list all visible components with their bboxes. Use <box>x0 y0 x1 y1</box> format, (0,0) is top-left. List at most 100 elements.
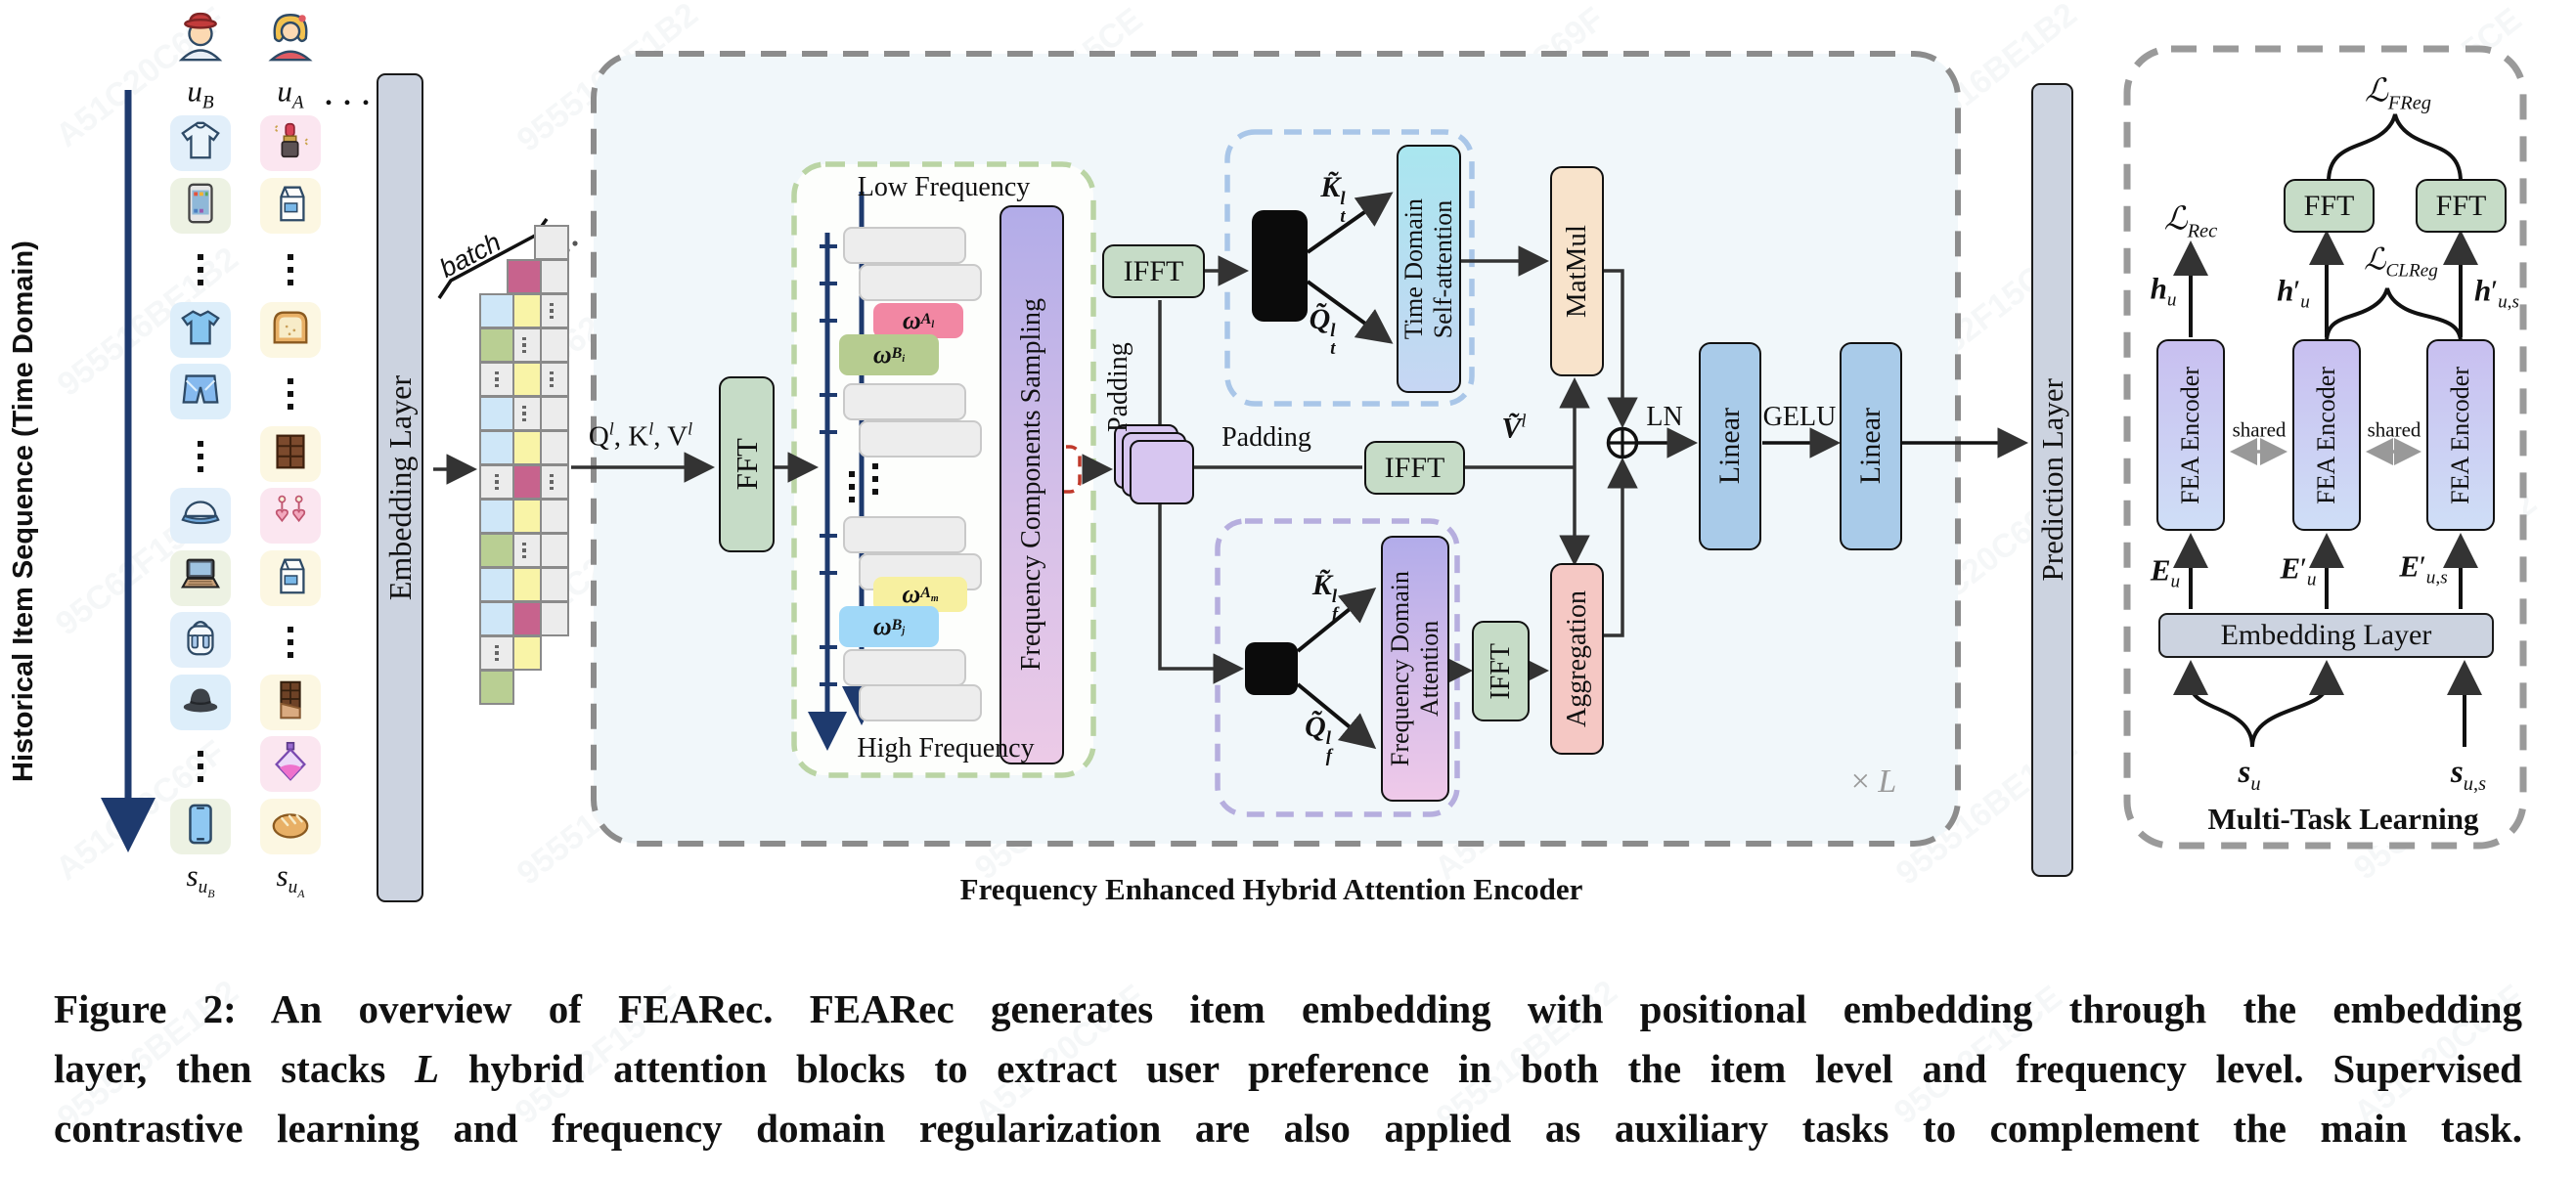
times-l-label: × L <box>1850 764 1897 800</box>
item-tile-chocolate-bar <box>260 674 321 730</box>
item-tile-shorts <box>170 364 231 419</box>
shared1-label: shared <box>2232 417 2287 442</box>
shorts-icon <box>178 367 223 416</box>
shared2-label: shared <box>2367 417 2421 442</box>
mtl-fft1-box: FFT <box>2284 179 2375 233</box>
freg-brace <box>2327 113 2463 183</box>
v-tilde-label: Ṽl <box>1501 411 1527 445</box>
frequency-band <box>859 684 982 721</box>
gelu-label: GELU <box>1762 402 1837 432</box>
e-u-label: Eu <box>2150 552 2181 592</box>
batch-cell <box>479 293 514 328</box>
figure-caption: Figure 2: An overview of FEARec. FEARec … <box>54 980 2522 1158</box>
item-tile-milk <box>260 177 321 234</box>
woman-avatar-icon <box>262 14 319 68</box>
aggregation-box: Aggregation <box>1550 563 1604 755</box>
mtl-fft1-label: FFT <box>2303 189 2355 222</box>
e-u-prime-label: E′u <box>2280 550 2317 590</box>
embedding-layer-label: Embedding Layer <box>381 374 418 601</box>
item-tile-sweatshirt <box>170 115 231 171</box>
sequence-gap-dots <box>170 245 231 294</box>
frequency-components-sampling-box: Frequency Components Sampling <box>999 205 1064 764</box>
sampled-tensor-stack-front <box>1130 440 1194 504</box>
backpack-icon <box>178 615 223 665</box>
frequency-qk-tensor <box>1245 642 1298 695</box>
s-u-label: su <box>2238 755 2261 795</box>
h-us-prime-label: h′u,s <box>2474 273 2519 313</box>
sweatshirt-icon <box>178 118 223 168</box>
frequency-band <box>859 420 982 458</box>
fea-encoder3-box: FEA Encoder <box>2426 339 2495 531</box>
item-tile-smartphone <box>170 177 231 234</box>
fea-encoder2-label: FEA Encoder <box>2312 366 2340 504</box>
item-tile-perfume <box>260 736 321 792</box>
chocolate-icon <box>268 429 313 479</box>
ln-label: LN <box>1646 402 1683 432</box>
mtl-fft2-box: FFT <box>2416 179 2507 233</box>
item-tile-bread <box>260 301 321 358</box>
item-tile-tshirt <box>170 301 231 358</box>
item-tile-cap <box>170 488 231 544</box>
batch-cell <box>479 670 514 705</box>
batch-cell <box>479 533 514 568</box>
linear1-box: Linear <box>1699 342 1761 550</box>
batch-cell <box>479 601 514 636</box>
fea-encoder2-box: FEA Encoder <box>2292 339 2361 531</box>
frequency-band <box>843 227 966 264</box>
item-tile-lipstick <box>260 115 321 171</box>
multi-task-learning-title: Multi-Task Learning <box>2207 802 2479 836</box>
item-tile-hat <box>170 674 231 730</box>
linear2-box: Linear <box>1840 342 1902 550</box>
embedding-layer-bar: Embedding Layer <box>377 73 423 902</box>
user-b-avatar <box>172 8 229 65</box>
user-b-label: uB <box>187 73 214 113</box>
encoder-caption: Frequency Enhanced Hybrid Attention Enco… <box>959 872 1583 906</box>
sequence-b-label: suB <box>186 857 215 901</box>
item-tile-laptop <box>170 549 231 606</box>
bread-loaf-icon <box>268 802 313 851</box>
mtl-embedding-layer-bar: Embedding Layer <box>2158 613 2494 658</box>
sequence-gap-dots <box>170 742 231 791</box>
batch-cell <box>479 396 514 431</box>
ifft-frequency-box: IFFT <box>1472 621 1530 721</box>
frequency-components-sampling-label: Frequency Components Sampling <box>1016 298 1046 672</box>
batch-cell <box>479 635 514 671</box>
sequence-gap-dots <box>260 618 321 667</box>
padding-horizontal-label: Padding <box>1221 422 1311 453</box>
sequence-a-label: suA <box>276 857 305 901</box>
item-tile-backpack <box>170 612 231 668</box>
qkv-label: Ql, Kl, Vl <box>588 418 693 453</box>
lipstick-icon <box>268 118 313 168</box>
cap-icon <box>178 491 223 541</box>
aggregation-label: Aggregation <box>1561 590 1592 727</box>
batch-cell <box>479 567 514 602</box>
mtl-embedding-layer-label: Embedding Layer <box>2220 619 2432 651</box>
caption-line-1: Figure 2: An overview of FEARec. FEARec … <box>54 986 2522 1031</box>
low-frequency-label: Low Frequency <box>857 172 1031 202</box>
batch-cell <box>479 362 514 397</box>
user-a-label: uA <box>277 73 304 113</box>
frequency-band <box>859 264 982 301</box>
milk-icon <box>268 181 313 231</box>
caption-line-3: contrastive learning and frequency domai… <box>54 1106 2522 1151</box>
sequence-gap-dots <box>260 370 321 418</box>
linear1-label: Linear <box>1713 408 1746 485</box>
chocolate-bar-icon <box>268 677 313 727</box>
high-frequency-label: High Frequency <box>857 733 1035 764</box>
linear2-label: Linear <box>1854 408 1887 485</box>
frequency-band <box>843 516 966 553</box>
h-u-prime-label: h′u <box>2277 273 2310 313</box>
frequency-band <box>843 649 966 686</box>
batch-cell <box>534 225 569 260</box>
band-gap-dots <box>849 459 855 514</box>
ifft-frequency-label: IFFT <box>1485 642 1516 700</box>
item-tile-milk <box>260 549 321 606</box>
